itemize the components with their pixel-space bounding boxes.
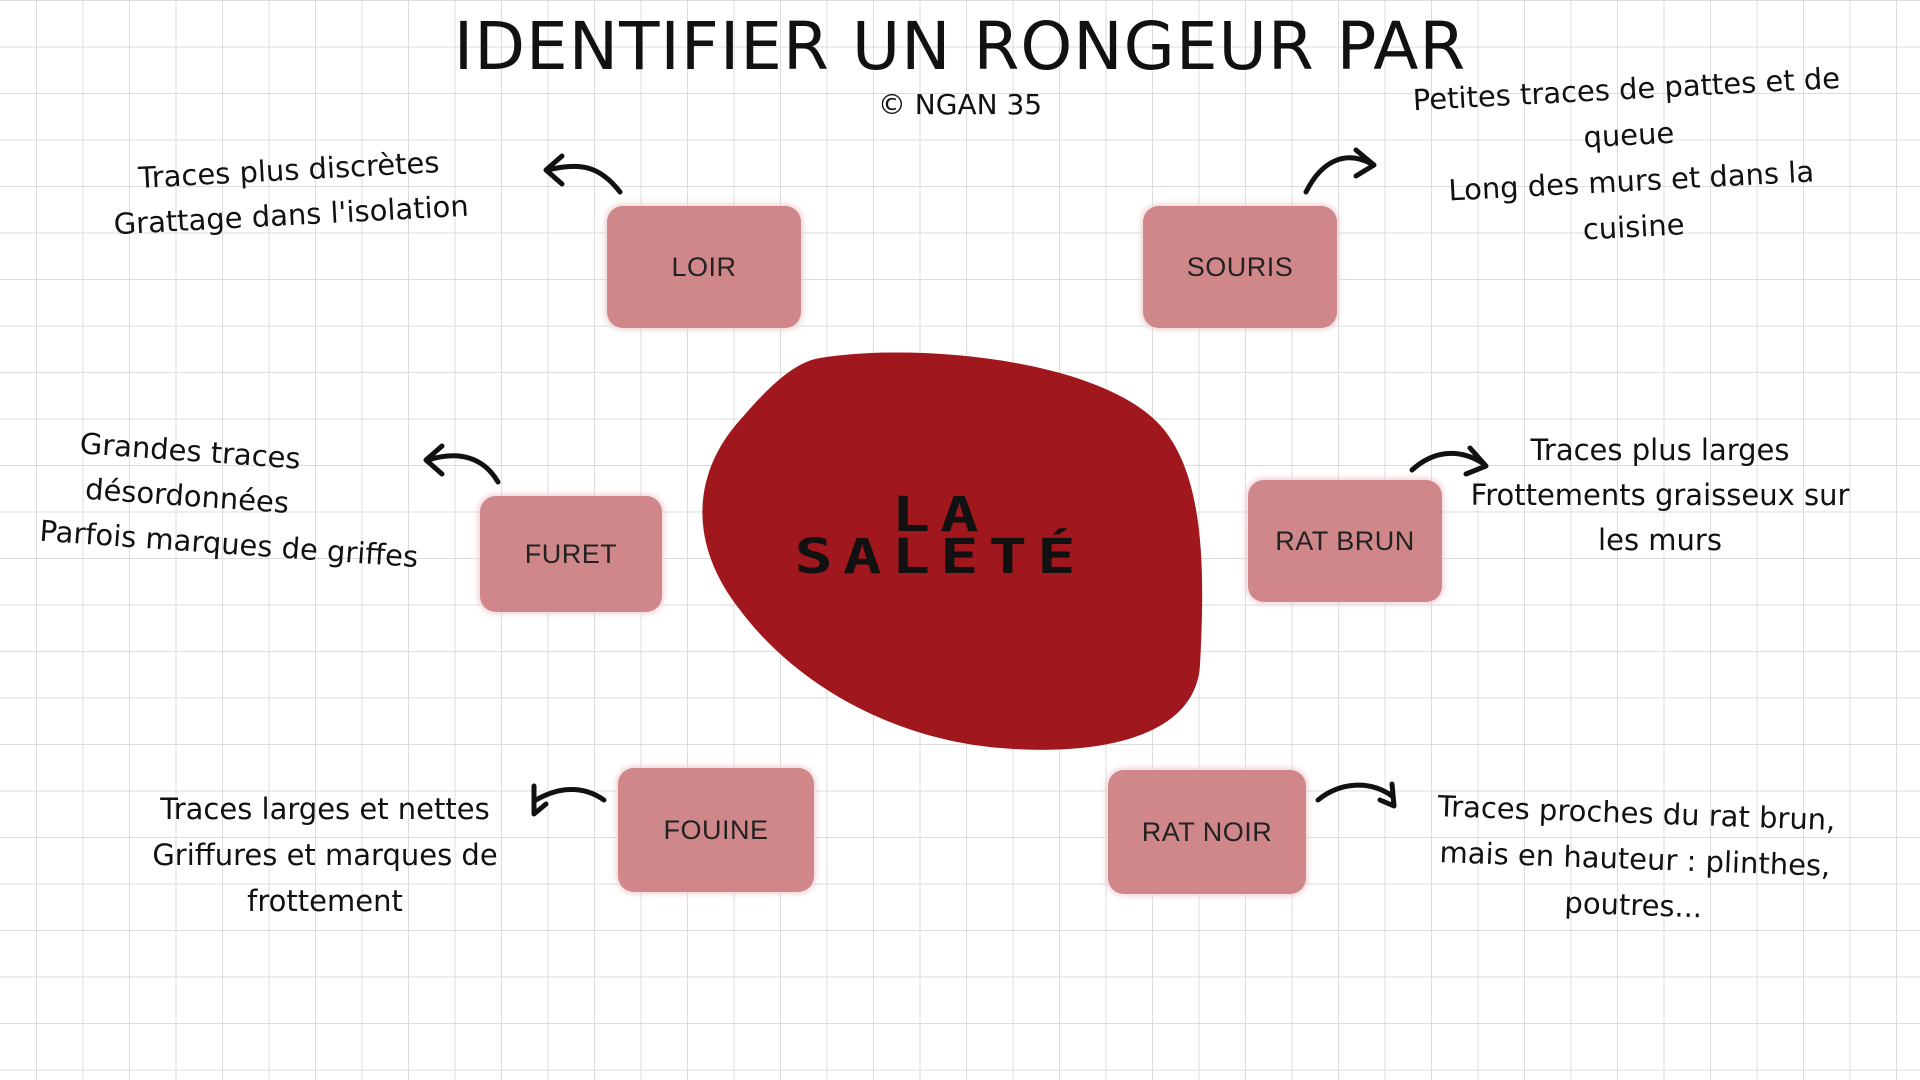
box-fouine: FOUINE bbox=[618, 768, 814, 892]
center-label-line-2: SALETÉ bbox=[794, 529, 1086, 585]
note-rat-brun-line-3: les murs bbox=[1598, 523, 1722, 557]
box-loir: LOIR bbox=[607, 206, 801, 328]
note-fouine-line-1: Traces larges et nettes bbox=[160, 792, 490, 826]
arrow-furet-icon bbox=[423, 443, 501, 485]
box-souris: SOURIS bbox=[1143, 206, 1337, 328]
copyright-label: © NGAN 35 bbox=[877, 88, 1043, 121]
note-souris: Petites traces de pattes et de queue Lon… bbox=[1396, 54, 1865, 262]
center-blob bbox=[702, 352, 1203, 750]
note-fouine-line-2: Griffures et marques de bbox=[152, 838, 498, 872]
center-label: LA SALETÉ bbox=[700, 487, 1180, 585]
center-blob-shape bbox=[702, 352, 1203, 750]
note-loir: Traces plus discrètes Grattage dans l'is… bbox=[98, 138, 482, 248]
note-rat-brun: Traces plus larges Frottements graisseux… bbox=[1455, 428, 1865, 563]
note-rat-brun-line-2: Frottements graisseux sur bbox=[1470, 478, 1850, 512]
note-fouine: Traces larges et nettes Griffures et mar… bbox=[130, 786, 520, 924]
arrow-loir-icon bbox=[543, 153, 623, 195]
arrow-souris-icon bbox=[1303, 147, 1377, 195]
arrow-fouine-icon bbox=[531, 783, 607, 817]
note-fouine-line-3: frottement bbox=[247, 884, 403, 918]
box-rat-brun: RAT BRUN bbox=[1248, 480, 1442, 602]
box-furet: FURET bbox=[480, 496, 662, 612]
arrow-rat-noir-icon bbox=[1315, 781, 1397, 809]
note-furet: Grandes traces désordonnées Parfois marq… bbox=[28, 418, 436, 581]
box-rat-noir: RAT NOIR bbox=[1108, 770, 1306, 894]
center-label-line-1: LA bbox=[891, 487, 989, 543]
note-rat-brun-line-1: Traces plus larges bbox=[1530, 433, 1790, 467]
page-title: IDENTIFIER UN RONGEUR PAR bbox=[453, 8, 1467, 85]
note-rat-noir: Traces proches du rat brun, mais en haut… bbox=[1418, 783, 1853, 936]
